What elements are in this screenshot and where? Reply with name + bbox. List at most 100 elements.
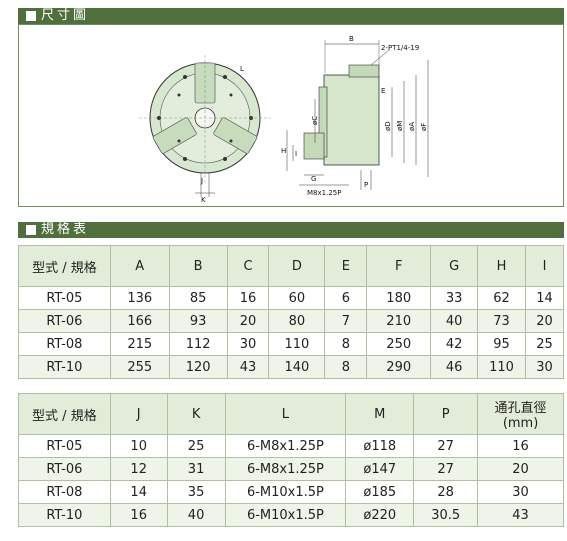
table-cell: 20 bbox=[524, 309, 565, 333]
table-cell: RT-05 bbox=[18, 286, 111, 310]
table-cell: 30.5 bbox=[413, 503, 479, 527]
label-c: øC bbox=[311, 116, 319, 125]
table-row: RT-06 166 93 20 80 7 210 40 73 20 bbox=[18, 309, 565, 333]
label-k: K bbox=[201, 196, 206, 204]
table1-header: G bbox=[430, 245, 479, 287]
dimension-drawing: L J K B 2-PT1/4-19 E bbox=[18, 24, 564, 207]
table-cell: 210 bbox=[366, 309, 432, 333]
label-j: J bbox=[200, 177, 203, 185]
table-cell: 80 bbox=[268, 309, 326, 333]
table1-header: 型式 / 規格 bbox=[18, 245, 111, 287]
label-d: øD bbox=[384, 121, 392, 131]
table-cell: 40 bbox=[430, 309, 479, 333]
table-cell: 7 bbox=[324, 309, 368, 333]
table-cell: 110 bbox=[477, 355, 526, 379]
table-cell: 110 bbox=[268, 332, 326, 356]
table-cell: 14 bbox=[109, 480, 168, 504]
table-cell: 93 bbox=[168, 309, 228, 333]
table-cell: ø185 bbox=[345, 480, 415, 504]
table1-header: D bbox=[268, 245, 326, 287]
front-view: L J K bbox=[139, 55, 271, 204]
table-cell: 16 bbox=[226, 286, 270, 310]
table2-header: J bbox=[109, 393, 168, 435]
spec-table-2: 型式 / 規格 J K L M P 通孔直徑 (mm) RT-05 10 25 … bbox=[18, 393, 564, 527]
table1-header: F bbox=[366, 245, 432, 287]
table-cell: 6-M8x1.25P bbox=[224, 434, 347, 458]
table2-header: 型式 / 規格 bbox=[18, 393, 111, 435]
table-cell: 10 bbox=[109, 434, 168, 458]
table1-header: I bbox=[524, 245, 565, 287]
label-port: 2-PT1/4-19 bbox=[381, 44, 419, 52]
table-cell: 140 bbox=[268, 355, 326, 379]
table-row: RT-10 255 120 43 140 8 290 46 110 30 bbox=[18, 355, 565, 379]
table-cell: 20 bbox=[226, 309, 270, 333]
table-cell: 30 bbox=[226, 332, 270, 356]
table-row: RT-10 16 40 6-M10x1.5P ø220 30.5 43 bbox=[18, 503, 564, 527]
table-cell: 25 bbox=[524, 332, 565, 356]
table-cell: 136 bbox=[109, 286, 170, 310]
table-cell: ø147 bbox=[345, 457, 415, 481]
table-cell: 46 bbox=[430, 355, 479, 379]
square-icon bbox=[26, 225, 36, 235]
table2-header: P bbox=[413, 393, 479, 435]
table-cell: 95 bbox=[477, 332, 526, 356]
label-h: H bbox=[281, 147, 286, 155]
table-cell: 27 bbox=[413, 457, 479, 481]
table-cell: RT-06 bbox=[18, 309, 111, 333]
table-cell: 250 bbox=[366, 332, 432, 356]
hole-diameter-unit: (mm) bbox=[502, 416, 539, 431]
label-p: P bbox=[364, 181, 368, 189]
side-view: B 2-PT1/4-19 E øC øD øM øA øF H I G M8x1… bbox=[281, 35, 429, 197]
table-cell: 20 bbox=[477, 457, 564, 481]
hole-diameter-label: 通孔直徑 bbox=[494, 401, 547, 416]
drawing-section-header: 尺寸圖 bbox=[18, 8, 564, 24]
spec-section-title: 規格表 bbox=[41, 222, 90, 237]
table-cell: 12 bbox=[109, 457, 168, 481]
table-cell: 35 bbox=[166, 480, 226, 504]
label-a: øA bbox=[408, 122, 416, 131]
label-g: G bbox=[311, 175, 316, 183]
table-cell: RT-08 bbox=[18, 332, 111, 356]
table-cell: 27 bbox=[413, 434, 479, 458]
spec-table-1: 型式 / 規格 A B C D E F G H I RT-05 136 85 1… bbox=[18, 245, 565, 379]
table-row: RT-05 10 25 6-M8x1.25P ø118 27 16 bbox=[18, 434, 564, 458]
table-cell: 28 bbox=[413, 480, 479, 504]
table-cell: 62 bbox=[477, 286, 526, 310]
table2-header-row: 型式 / 規格 J K L M P 通孔直徑 (mm) bbox=[18, 393, 564, 435]
table-cell: 6-M8x1.25P bbox=[224, 457, 347, 481]
drawing-section-title: 尺寸圖 bbox=[41, 8, 90, 23]
table1-header: B bbox=[168, 245, 228, 287]
table-cell: 16 bbox=[477, 434, 564, 458]
table-cell: ø118 bbox=[345, 434, 415, 458]
label-l: L bbox=[240, 65, 244, 73]
table-cell: 166 bbox=[109, 309, 170, 333]
table-cell: RT-10 bbox=[18, 503, 111, 527]
table1-header: E bbox=[324, 245, 368, 287]
spec-section-header: 規格表 bbox=[18, 222, 564, 238]
table-cell: 14 bbox=[524, 286, 565, 310]
table-row: RT-06 12 31 6-M8x1.25P ø147 27 20 bbox=[18, 457, 564, 481]
table2-header: L bbox=[224, 393, 347, 435]
table1-header-row: 型式 / 規格 A B C D E F G H I bbox=[18, 245, 565, 287]
table-cell: 8 bbox=[324, 332, 368, 356]
label-m: øM bbox=[396, 121, 404, 131]
table-cell: 40 bbox=[166, 503, 226, 527]
label-b: B bbox=[349, 35, 354, 43]
label-thread: M8x1.25P bbox=[307, 189, 341, 197]
table-cell: 215 bbox=[109, 332, 170, 356]
label-f: øF bbox=[420, 123, 428, 131]
table-cell: 6-M10x1.5P bbox=[224, 503, 347, 527]
drawing-svg: L J K B 2-PT1/4-19 E bbox=[139, 35, 429, 204]
table2-header-hole: 通孔直徑 (mm) bbox=[477, 393, 564, 435]
table-row: RT-08 215 112 30 110 8 250 42 95 25 bbox=[18, 332, 565, 356]
table-cell: 290 bbox=[366, 355, 432, 379]
table-cell: RT-10 bbox=[18, 355, 111, 379]
table-cell: 8 bbox=[324, 355, 368, 379]
table1-header: A bbox=[109, 245, 170, 287]
table-cell: 42 bbox=[430, 332, 479, 356]
table-cell: 73 bbox=[477, 309, 526, 333]
table1-header: H bbox=[477, 245, 526, 287]
table-cell: 30 bbox=[477, 480, 564, 504]
table-cell: 16 bbox=[109, 503, 168, 527]
table-cell: 6-M10x1.5P bbox=[224, 480, 347, 504]
